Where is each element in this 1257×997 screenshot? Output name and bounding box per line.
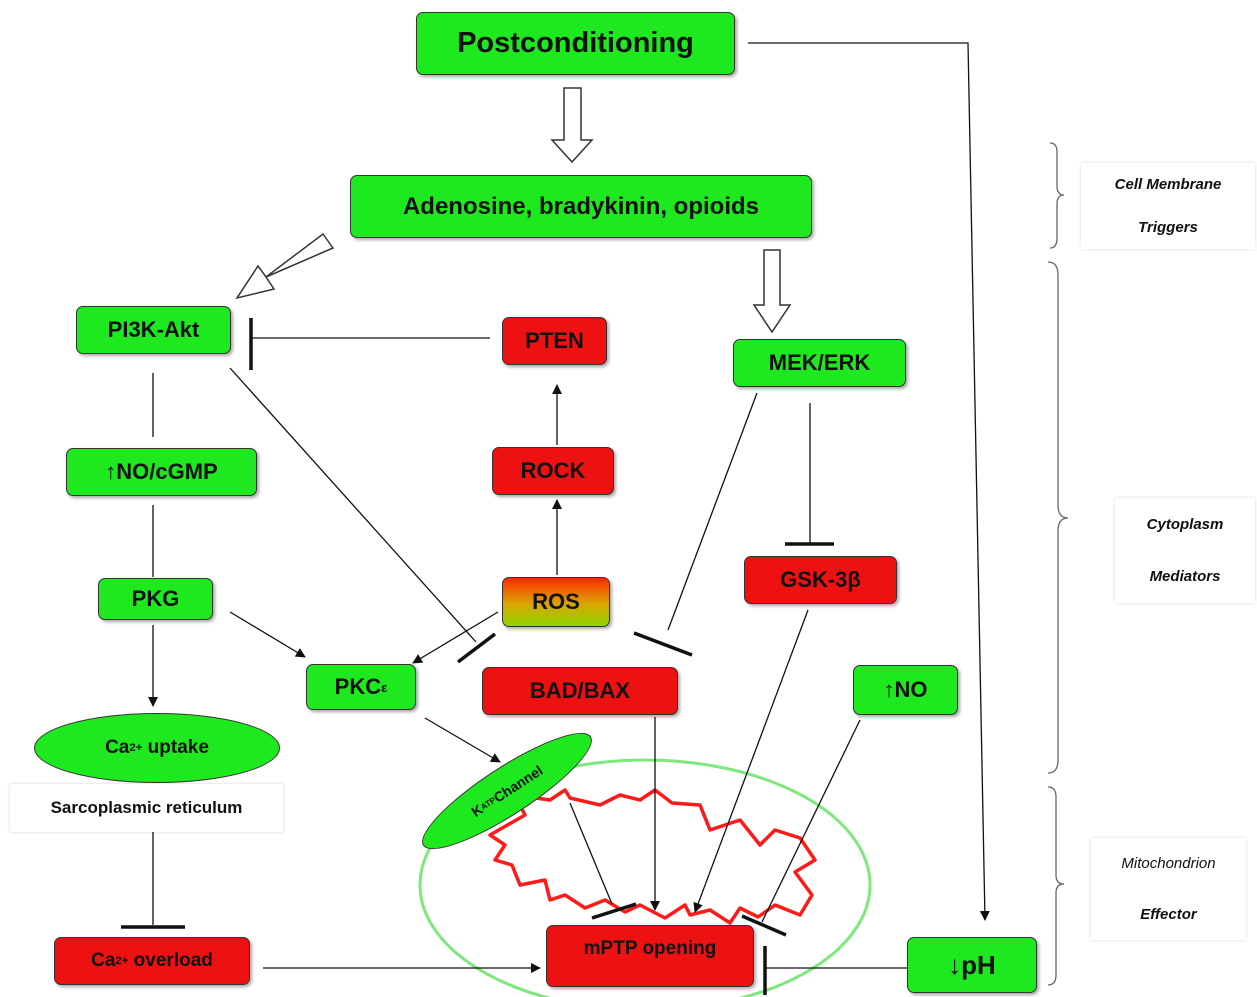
line-mek-to-badbax	[667, 392, 758, 631]
inhibit-bar-badbax-right	[633, 631, 693, 657]
mek-erk-node: MEK/ERK	[733, 339, 906, 387]
arrow-ros-to-pkc	[412, 611, 499, 664]
brace-cytoplasm	[1047, 261, 1069, 774]
brace-mitochondrion	[1047, 786, 1065, 986]
ca-charge: 2+	[129, 742, 143, 754]
epsilon-subscript: ε	[381, 679, 388, 695]
hollow-arrow-triggers-to-pi3k	[235, 232, 335, 300]
no-cgmp-node: ↑NO/cGMP	[66, 448, 257, 496]
bad-bax-node: BAD/BAX	[482, 667, 678, 715]
ph-node: ↓pH	[907, 937, 1037, 993]
pten-node: PTEN	[502, 317, 607, 365]
triggers-node: Adenosine, bradykinin, opioids	[350, 175, 812, 238]
sarcoplasmic-reticulum-label: Sarcoplasmic reticulum	[10, 784, 283, 832]
mptp-opening-node: mPTP opening	[546, 925, 754, 987]
arrow-pkc-to-katp	[424, 717, 501, 763]
hollow-arrow-post-to-triggers	[550, 87, 594, 164]
mitochondrion-inner-membrane	[488, 788, 817, 925]
line-katp-to-mptp	[569, 802, 613, 905]
beta-symbol: β	[847, 567, 861, 592]
brace-membrane	[1049, 142, 1065, 249]
ca-overload-charge: 2+	[115, 955, 129, 967]
line-pi3k-to-badbax	[229, 367, 477, 643]
pkc-label: PKC	[334, 674, 382, 699]
membrane-line2: Triggers	[1138, 219, 1198, 236]
arrow-postcond-to-ph	[748, 42, 990, 921]
cell-membrane-triggers-label: Cell Membrane Triggers	[1081, 163, 1255, 249]
arrow-gsk-to-mptp	[693, 609, 809, 913]
mito-line1: Mitochondrion	[1121, 855, 1216, 872]
inhibit-bar-mptp-katp	[591, 902, 637, 920]
ros-node: ROS	[502, 577, 610, 627]
inhibit-bar-mptp-no	[741, 914, 787, 937]
ca-overload-label: Ca	[91, 950, 116, 971]
uptake-label: uptake	[142, 737, 209, 758]
cytoplasm-line1: Cytoplasm	[1146, 515, 1224, 533]
line-no-to-mptp	[761, 719, 861, 923]
pi3k-akt-node: PI3K-Akt	[76, 306, 231, 354]
inhibit-bar-badbax-left	[456, 632, 497, 664]
gsk-label: GSK-3	[780, 567, 848, 592]
mitochondrion-effector-label: Mitochondrion Effector	[1091, 838, 1246, 940]
membrane-line1: Cell Membrane	[1114, 176, 1222, 193]
no-node: ↑NO	[853, 665, 958, 715]
overload-label: overload	[128, 950, 213, 971]
channel-label: Channel	[490, 762, 546, 806]
pkg-node: PKG	[98, 578, 213, 620]
arrow-pkg-to-pkc	[229, 611, 306, 658]
cytoplasm-line2: Mediators	[1149, 568, 1221, 586]
mitochondrion-outer-membrane	[418, 758, 872, 997]
postconditioning-node: Postconditioning	[416, 12, 735, 75]
hollow-arrow-triggers-to-mek	[752, 249, 792, 334]
ca-label: Ca	[105, 737, 130, 758]
rock-node: ROCK	[492, 447, 614, 495]
mito-line2: Effector	[1140, 906, 1197, 923]
cytoplasm-mediators-label: Cytoplasm Mediators	[1115, 498, 1255, 603]
